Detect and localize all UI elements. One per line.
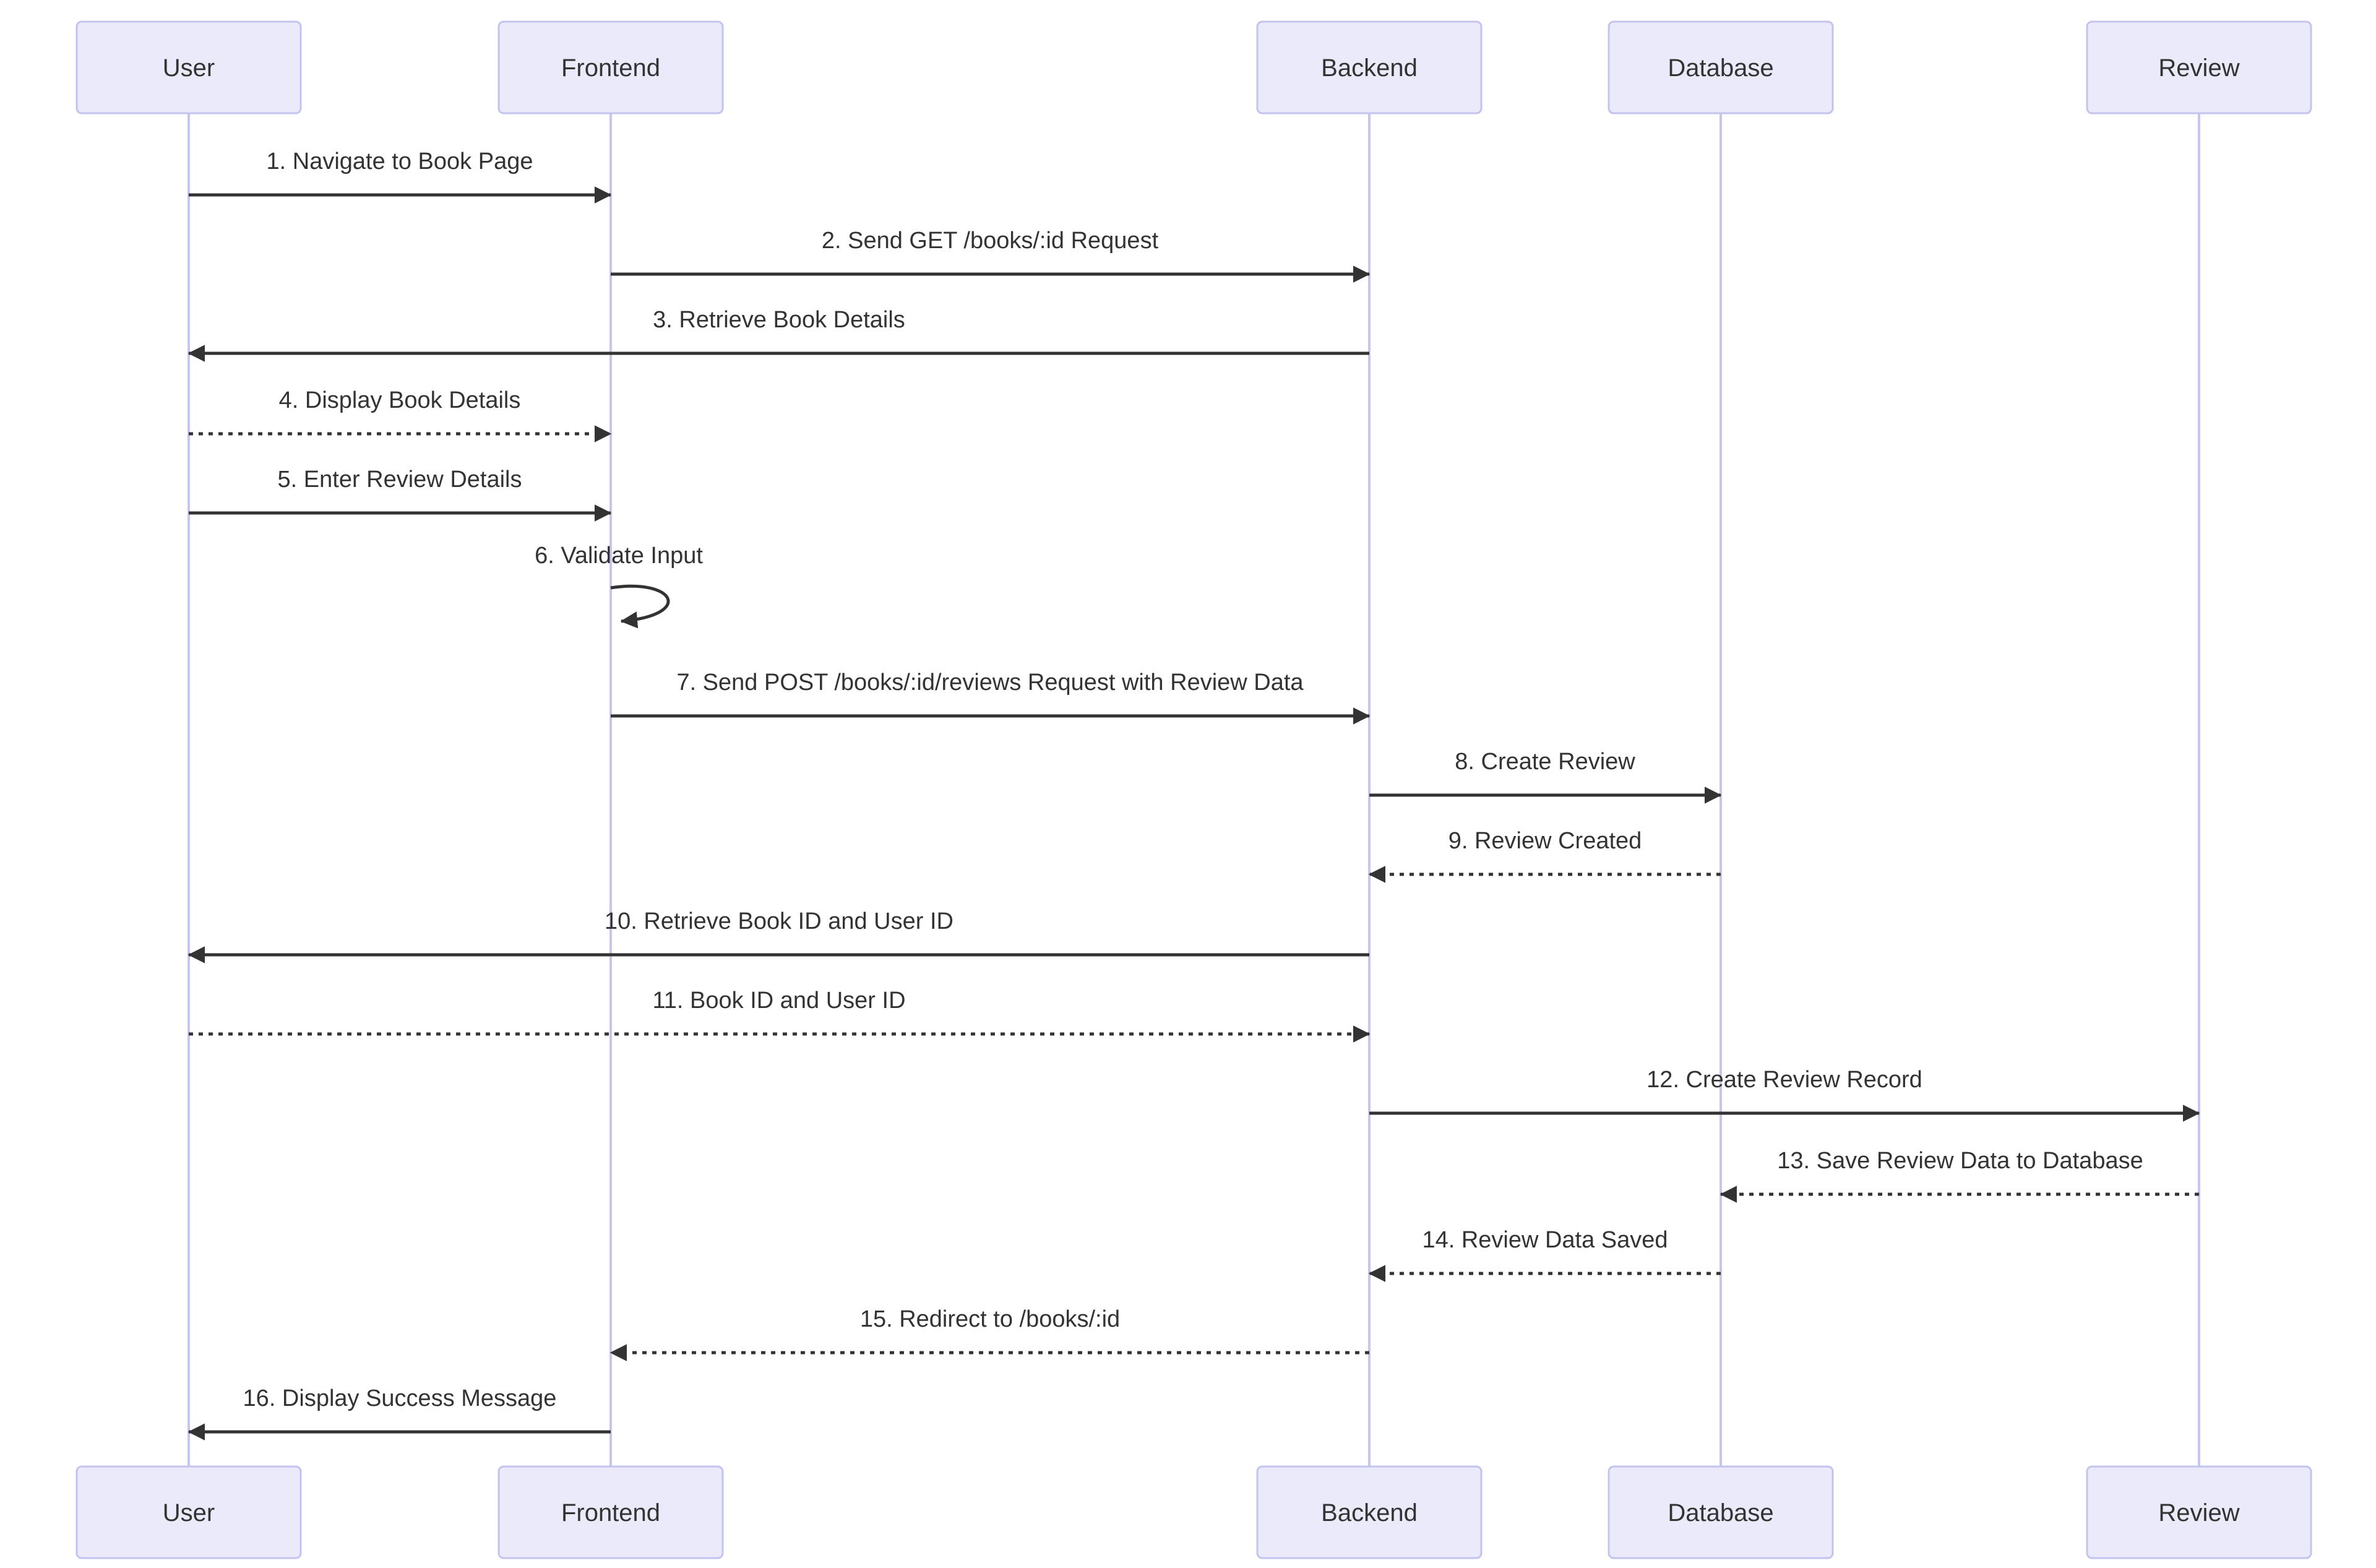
message-6-label: 6. Validate Input (535, 543, 703, 569)
actors-top: User Frontend Backend Database Review (75, 20, 2312, 114)
actor-box (1608, 20, 1834, 114)
message-14-label: 14. Review Data Saved (1422, 1227, 1668, 1253)
actor-box (1608, 1465, 1834, 1559)
actor-label: Database (1668, 54, 1773, 82)
actor-label: User (163, 1499, 215, 1527)
actor-label: Review (2158, 54, 2239, 82)
message-2-label: 2. Send GET /books/:id Request (822, 228, 1159, 254)
message-12-label: 12. Create Review Record (1646, 1067, 1922, 1093)
message-6-self-loop-arrow (610, 584, 670, 629)
actor-label: Database (1668, 1499, 1773, 1527)
actor-box (2086, 1465, 2312, 1559)
actor-bottom-backend: Backend (1256, 1465, 1483, 1559)
actor-bottom-frontend: Frontend (497, 1465, 724, 1559)
actor-box (75, 1465, 302, 1559)
message-4-label: 4. Display Book Details (279, 387, 521, 413)
message-16-label: 16. Display Success Message (243, 1385, 557, 1411)
actors-bottom: User Frontend Backend Database Review (75, 1465, 2312, 1559)
actor-label: Frontend (561, 54, 660, 82)
message-1-label: 1. Navigate to Book Page (267, 149, 533, 174)
actor-top-frontend: Frontend (497, 20, 724, 114)
actor-box (497, 1465, 724, 1559)
message-8-label: 8. Create Review (1455, 749, 1635, 775)
actor-label: Backend (1321, 54, 1418, 82)
actor-top-review: Review (2086, 20, 2312, 114)
actor-box (2086, 20, 2312, 114)
actor-bottom-user: User (75, 1465, 302, 1559)
messages: 1. Navigate to Book Page 2. Send GET /bo… (187, 149, 2200, 1441)
message-13-label: 13. Save Review Data to Database (1777, 1148, 2143, 1174)
message-5-label: 5. Enter Review Details (278, 467, 522, 493)
actor-box (497, 20, 724, 114)
actor-label: Frontend (561, 1499, 660, 1527)
actor-top-database: Database (1608, 20, 1834, 114)
actor-bottom-review: Review (2086, 1465, 2312, 1559)
actor-label: Review (2158, 1499, 2239, 1527)
actor-top-user: User (75, 20, 302, 114)
message-3-label: 3. Retrieve Book Details (653, 307, 905, 333)
message-15-label: 15. Redirect to /books/:id (860, 1306, 1120, 1332)
actor-label: User (163, 54, 215, 82)
message-10-label: 10. Retrieve Book ID and User ID (605, 908, 953, 934)
message-7-label: 7. Send POST /books/:id/reviews Request … (676, 670, 1304, 696)
actor-box (1256, 20, 1483, 114)
lifelines (187, 113, 2200, 1468)
message-11-label: 11. Book ID and User ID (652, 988, 905, 1014)
actor-label: Backend (1321, 1499, 1418, 1527)
actor-bottom-database: Database (1608, 1465, 1834, 1559)
actor-top-backend: Backend (1256, 20, 1483, 114)
actor-box (1256, 1465, 1483, 1559)
message-9-label: 9. Review Created (1448, 828, 1642, 854)
actor-box (75, 20, 302, 114)
